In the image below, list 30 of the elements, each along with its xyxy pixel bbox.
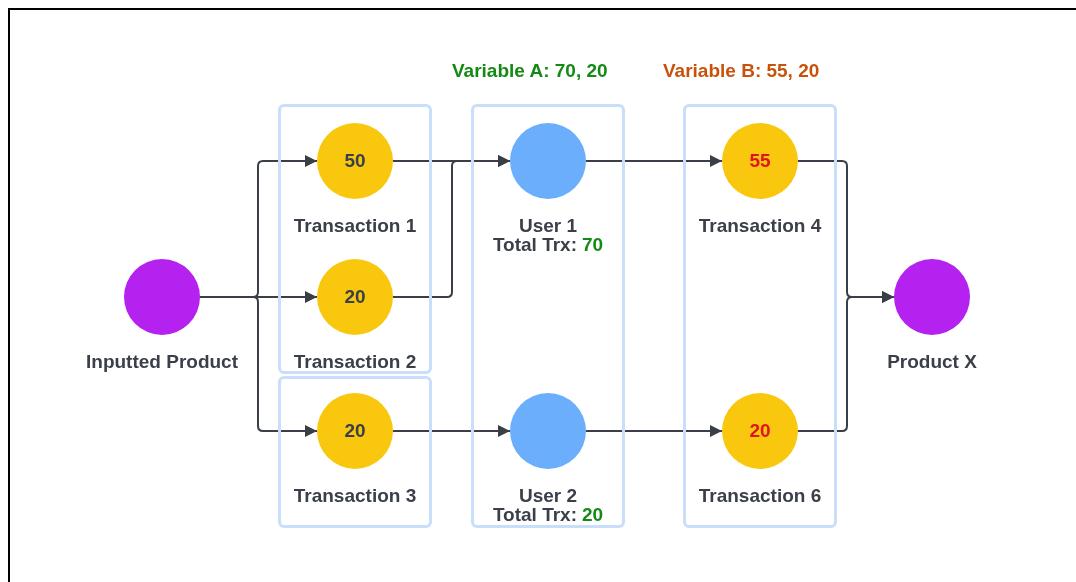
node-label: Transaction 1 — [292, 215, 418, 237]
node-value: 20 — [344, 420, 366, 442]
node-label: Transaction 2 — [292, 351, 418, 373]
node-label: User 2 — [517, 486, 579, 505]
node-value: 50 — [344, 150, 366, 172]
node-label: Product X — [886, 351, 978, 373]
group-frame — [278, 104, 432, 374]
total-value: 20 — [582, 505, 604, 524]
group-frame — [278, 376, 432, 528]
total-value: 70 — [582, 235, 604, 254]
arrow — [797, 291, 895, 432]
group-frame — [683, 104, 837, 528]
arrow — [392, 155, 511, 298]
arrow — [585, 155, 723, 167]
arrow — [392, 425, 511, 437]
node-label: Transaction 6 — [697, 485, 823, 507]
node-label: Transaction 3 — [292, 485, 418, 507]
group-frame — [471, 104, 625, 528]
node-label: Transaction 4 — [697, 215, 823, 237]
node-value: 20 — [344, 286, 366, 308]
node-value: 55 — [749, 150, 771, 172]
node-label: Inputted Product — [85, 351, 239, 373]
variable-label: Variable B: 55, 20 — [663, 60, 820, 82]
node-value: 20 — [749, 420, 771, 442]
node-label: Total Trx: — [492, 235, 577, 254]
node-label: User 1 — [517, 216, 579, 235]
arrow — [585, 425, 723, 437]
node-label: Total Trx: — [492, 505, 577, 524]
variable-label: Variable A: 70, 20 — [452, 60, 608, 82]
arrow — [199, 296, 318, 437]
